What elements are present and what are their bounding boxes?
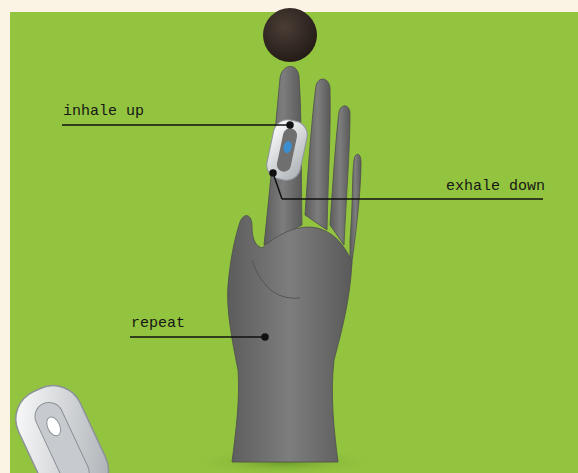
leader-dot: [287, 122, 293, 128]
ring-device-large: [6, 376, 118, 473]
green-panel: [10, 12, 578, 473]
palm-crease: [252, 260, 300, 298]
ring-finger: [330, 106, 350, 245]
leader-line: [282, 198, 543, 200]
leader-line: [273, 173, 282, 199]
leader-line: [62, 124, 290, 126]
callout-label: inhale up: [63, 103, 144, 121]
callout-label: exhale down: [446, 178, 545, 196]
hand-figure: [228, 66, 361, 462]
palm-wrist: [228, 216, 352, 462]
leader-dot: [270, 170, 276, 176]
leader-line: [130, 336, 265, 338]
pinky-finger: [350, 154, 361, 275]
device-window: [44, 415, 63, 438]
leader-dot: [262, 334, 268, 340]
ring-slot: [276, 127, 299, 173]
ring-device: [264, 117, 310, 183]
ball: [263, 8, 317, 62]
leader-lines: [62, 122, 543, 340]
ring-light: [282, 140, 292, 153]
device-slot: [30, 398, 93, 473]
middle-finger: [305, 79, 330, 230]
callout-label: repeat: [131, 315, 185, 333]
ring-body: [264, 117, 310, 183]
device-body: [6, 376, 118, 473]
